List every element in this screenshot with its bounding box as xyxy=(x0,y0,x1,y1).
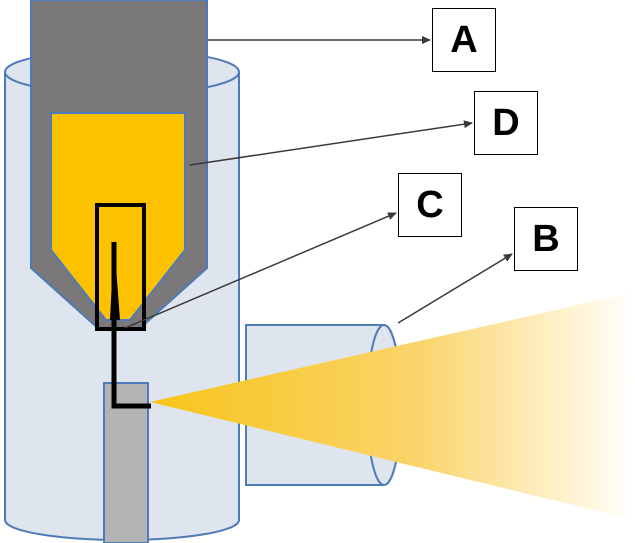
pointer-b xyxy=(397,253,513,324)
label-b-text: B xyxy=(532,218,560,260)
label-d-text: D xyxy=(492,102,520,144)
tip-outline-box xyxy=(95,203,146,331)
label-box-d: D xyxy=(474,91,538,155)
label-c-text: C xyxy=(416,184,444,226)
label-box-b: B xyxy=(514,207,578,271)
label-box-a: A xyxy=(432,8,496,72)
lower-capillary xyxy=(103,382,149,543)
pointer-c xyxy=(124,212,397,329)
tip-wire xyxy=(95,203,151,409)
pointer-d xyxy=(189,120,473,166)
label-box-c: C xyxy=(398,173,462,237)
emission-beam xyxy=(150,292,635,520)
pointer-lines xyxy=(124,36,513,329)
yellow-crucible xyxy=(50,112,186,321)
label-a-text: A xyxy=(450,19,478,61)
